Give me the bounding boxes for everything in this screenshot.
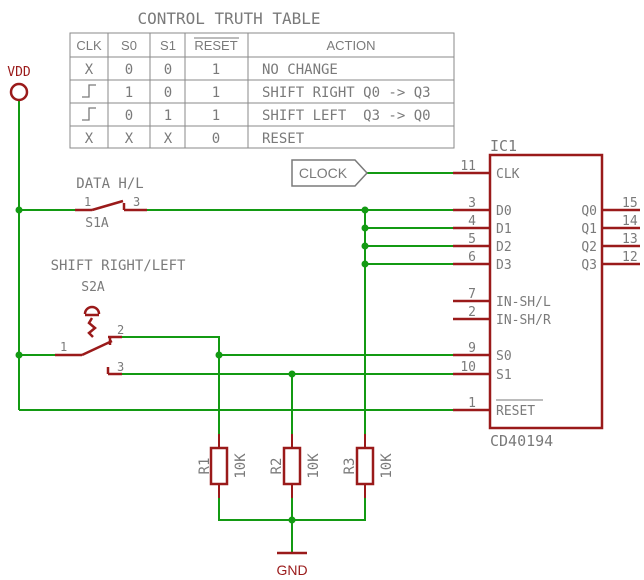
resistor-icon [355, 446, 375, 486]
ic-pin-number: 7 [468, 287, 476, 302]
switch-s2a-pin2: 2 [117, 323, 124, 337]
clock-port-label: CLOCK [299, 165, 348, 181]
switch-s2a-pin1: 1 [60, 340, 67, 354]
resistor-r1: R1 10K [197, 434, 249, 498]
ic-pin-label-q3: Q3 [581, 258, 597, 273]
resistor-r3: R3 10K [342, 434, 395, 498]
ic-pin-number: 4 [468, 214, 476, 229]
svg-text:0: 0 [164, 85, 172, 101]
switch-s1a-contact-icon [75, 199, 147, 212]
ic-pin-label-reset: RESET [496, 404, 535, 419]
ic-pin-label-s0: S0 [496, 349, 512, 364]
truth-table-title: CONTROL TRUTH TABLE [137, 9, 320, 28]
table-header-clk: CLK [76, 38, 102, 53]
switch-s1a-pin3: 3 [133, 195, 140, 209]
resistor-r1-name: R1 [197, 458, 213, 475]
ic-pin-label-s1: S1 [496, 368, 512, 383]
switch-s2a-name: S2A [81, 280, 105, 295]
svg-text:0: 0 [164, 62, 172, 78]
ic-pin-number: 10 [460, 360, 476, 375]
ic-pin-number: 5 [468, 232, 476, 247]
svg-text:X: X [85, 131, 94, 147]
svg-text:X: X [125, 131, 134, 147]
svg-text:1: 1 [212, 85, 220, 101]
ic-pin-number: 13 [622, 232, 638, 247]
resistor-r3-value: 10K [379, 453, 395, 479]
svg-text:1: 1 [212, 108, 220, 124]
gnd-symbol: GND [276, 551, 308, 578]
clock-rising-edge-icon [82, 84, 96, 98]
resistor-r2-value: 10K [306, 453, 322, 479]
clock-port: CLOCK [291, 159, 369, 187]
svg-text:0: 0 [125, 108, 133, 124]
resistor-r3-name: R3 [342, 458, 358, 475]
resistor-icon [209, 446, 229, 486]
table-header-s1: S1 [160, 38, 176, 53]
table-header-reset: RESET [194, 38, 237, 53]
ic-pin-label-d2: D2 [496, 240, 512, 255]
switch-s1a-name: S1A [85, 216, 109, 231]
ic-pin-label-d1: D1 [496, 222, 512, 237]
table-row: X X X 0 RESET [85, 131, 305, 147]
vdd-symbol: VDD [7, 65, 31, 102]
ic-pin-number: 1 [468, 396, 476, 411]
junctions [15, 206, 369, 524]
ic-part-number: CD40194 [490, 432, 553, 450]
ic-pin-label-clk: CLK [496, 167, 520, 182]
ic-pin-number: 14 [622, 214, 638, 229]
svg-text:X: X [85, 62, 94, 78]
ic-pin-label-in-sh-r: IN-SH/R [496, 313, 551, 328]
switch-s2a-contact-icon [55, 305, 122, 376]
table-row: X 0 0 1 NO CHANGE [85, 62, 338, 78]
wires [18, 101, 490, 552]
ic-pin-label-q2: Q2 [581, 240, 597, 255]
ic-pin-label-d0: D0 [496, 204, 512, 219]
ic-pin-label-d3: D3 [496, 258, 512, 273]
table-row: 0 1 1 SHIFT LEFT Q3 -> Q0 [82, 107, 431, 124]
clock-rising-edge-icon [82, 107, 96, 121]
svg-text:1: 1 [164, 108, 172, 124]
truth-table: CONTROL TRUTH TABLE CLK S0 S1 RESET ACTI… [69, 9, 455, 149]
vdd-label: VDD [7, 65, 31, 80]
svg-text:X: X [164, 131, 173, 147]
svg-text:0: 0 [125, 62, 133, 78]
switch-s2a: SHIFT RIGHT/LEFT S2A 1 2 3 [51, 258, 186, 376]
table-header-s0: S0 [121, 38, 137, 53]
svg-text:1: 1 [125, 85, 133, 101]
resistor-r2: R2 10K [269, 434, 322, 498]
vdd-terminal-icon [9, 82, 29, 102]
switch-s2a-label: SHIFT RIGHT/LEFT [51, 258, 186, 274]
table-header-action: ACTION [326, 38, 375, 53]
ic-pin-number: 15 [622, 196, 638, 211]
ic-pin-label-in-sh-l: IN-SH/L [496, 295, 551, 310]
ic-pin-number: 3 [468, 196, 476, 211]
switch-s1a-pin1: 1 [84, 195, 91, 209]
svg-text:SHIFT LEFT Q3 -> Q0: SHIFT LEFT Q3 -> Q0 [262, 108, 431, 124]
svg-text:0: 0 [212, 131, 220, 147]
svg-text:NO CHANGE: NO CHANGE [262, 62, 338, 78]
ic-body [488, 153, 604, 430]
resistor-r1-value: 10K [233, 453, 249, 479]
switch-s2a-pin3: 3 [117, 360, 124, 374]
table-row: 1 0 1 SHIFT RIGHT Q0 -> Q3 [82, 84, 431, 101]
resistor-r2-name: R2 [269, 458, 285, 475]
svg-text:RESET: RESET [262, 131, 305, 147]
svg-text:1: 1 [212, 62, 220, 78]
ic-pin-number: 12 [622, 250, 638, 265]
svg-text:SHIFT RIGHT Q0 -> Q3: SHIFT RIGHT Q0 -> Q3 [262, 85, 431, 101]
ic-pin-label-q1: Q1 [581, 222, 597, 237]
gnd-label: GND [276, 562, 307, 578]
ic-pin-number: 2 [468, 305, 476, 320]
switch-s1a-label: DATA H/L [76, 176, 143, 192]
ic-pin-label-q0: Q0 [581, 204, 597, 219]
ic-pin-number: 11 [460, 159, 476, 174]
ic-pin-number: 6 [468, 250, 476, 265]
ic-pin-number: 9 [468, 341, 476, 356]
ic-name: IC1 [490, 137, 517, 155]
switch-s1a: DATA H/L 1 3 S1A [75, 176, 147, 231]
resistor-icon [282, 446, 302, 486]
ic1-cd40194: IC1 CD40194 11 3 4 5 6 7 2 9 [453, 137, 640, 450]
